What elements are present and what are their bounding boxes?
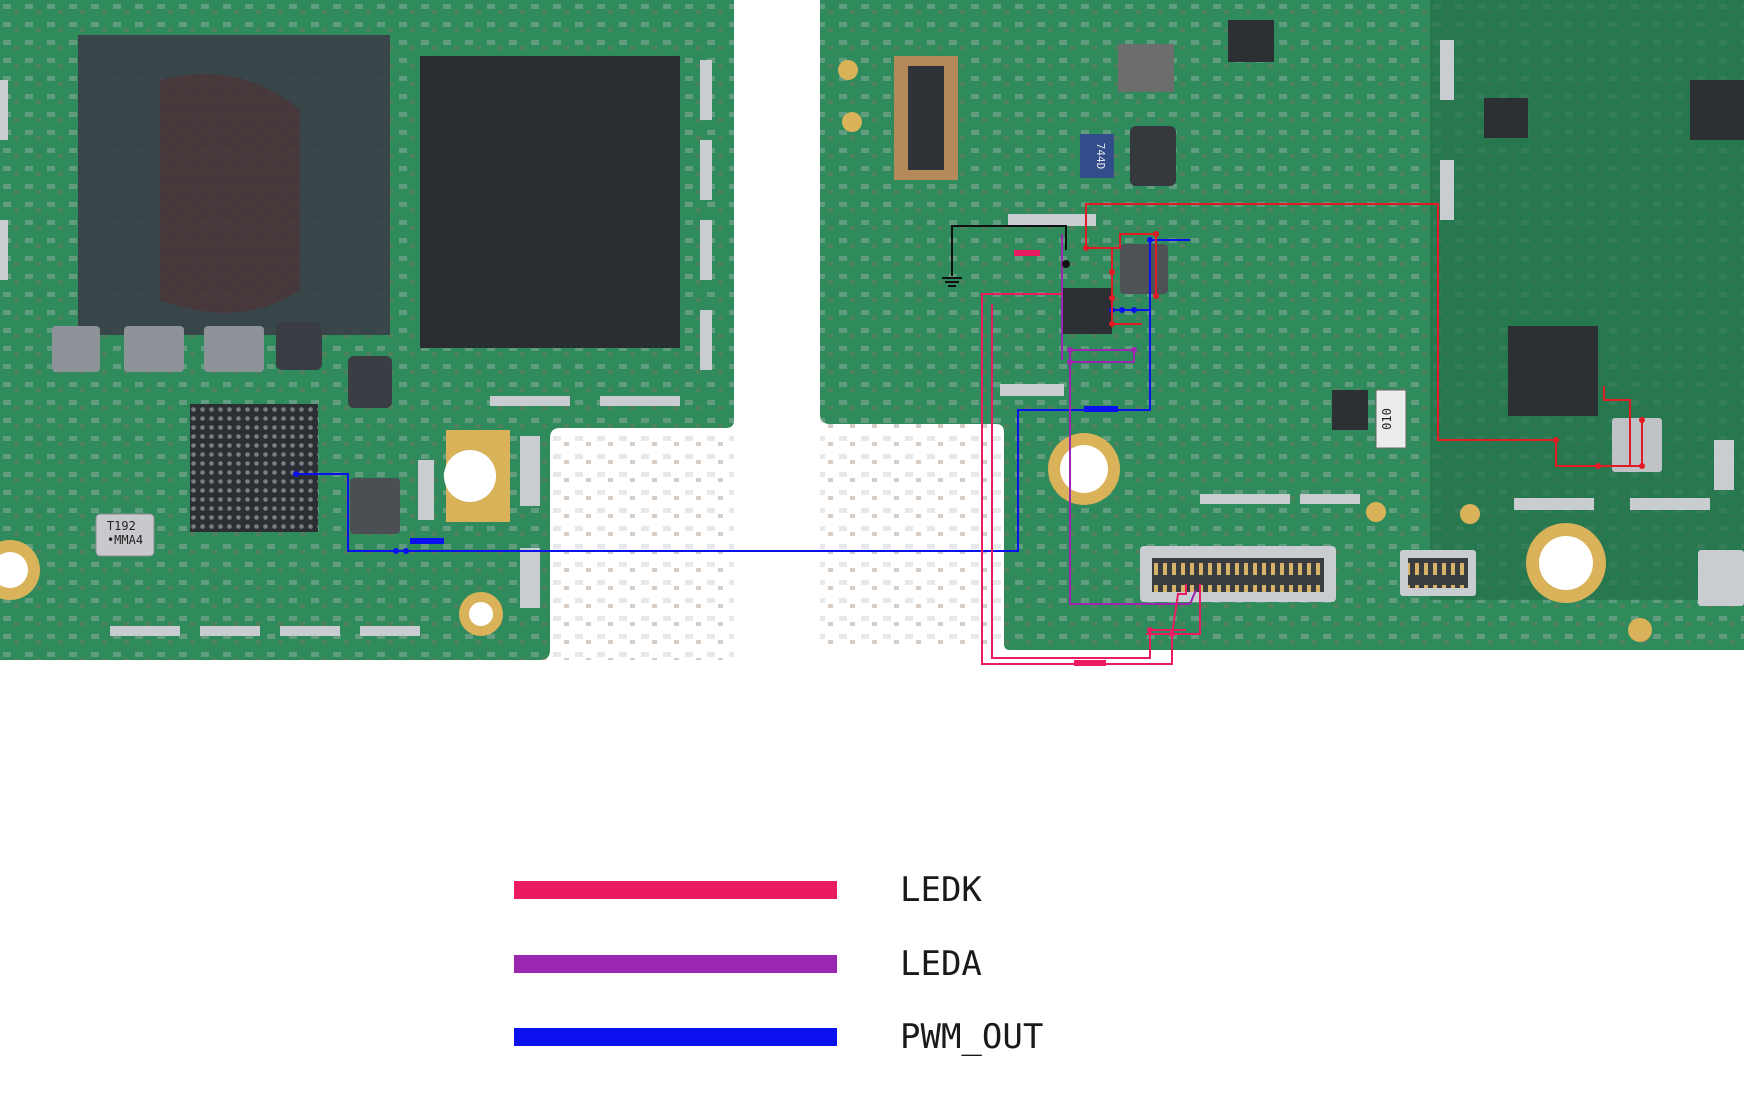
chip-010-marking: 010 (1380, 408, 1394, 430)
trace-red (1085, 203, 1643, 467)
inductor (348, 356, 392, 408)
legend-swatch-pwm-out (514, 1028, 837, 1046)
pmic-bga (190, 404, 318, 532)
trace-leda-top (1070, 349, 1135, 363)
inductor (124, 326, 184, 372)
trace-ledk-2 (991, 304, 1186, 659)
trace-ground (951, 225, 1067, 276)
mount-hole (469, 602, 493, 626)
legend-label-pwm-out: PWM_OUT (900, 1017, 1044, 1057)
watermark-logo (160, 74, 300, 313)
crystal-marking: T192 •MMA4 (107, 519, 143, 547)
inductor (1612, 418, 1662, 472)
mount-hole (444, 450, 496, 502)
ic-chip (1130, 126, 1176, 186)
mount-pad-round (1628, 618, 1652, 642)
pwm-out-tag (1084, 406, 1118, 412)
legend-label-ledk: LEDK (900, 870, 982, 910)
ic-chip (1332, 390, 1368, 430)
mount-pad-round (1366, 502, 1386, 522)
legend-swatch-ledk (514, 881, 837, 899)
ic-chip (1508, 326, 1598, 416)
trace-ledk (981, 293, 1201, 665)
inductor (204, 326, 264, 372)
inductor (1120, 244, 1168, 294)
ground-symbol (942, 277, 962, 287)
ic-chip (1228, 20, 1274, 62)
chip-blue-marking: 744D (1094, 143, 1107, 170)
trace-red-2 (1086, 233, 1157, 296)
trace-red-4 (1603, 386, 1631, 466)
inductor (350, 478, 400, 534)
ic-chip (1484, 98, 1528, 138)
ledk-tag (1014, 250, 1040, 256)
ic-chip-blue (1080, 134, 1114, 178)
trace-ledk-3 (1146, 584, 1187, 635)
legend-label-leda: LEDA (900, 944, 982, 984)
mount-pad-round (838, 60, 858, 80)
legend-swatch-leda (514, 955, 837, 973)
mount-hole (0, 552, 28, 588)
trace-leda (1069, 350, 1197, 605)
pwm-out-tag (410, 538, 444, 544)
chip-010 (1375, 389, 1407, 449)
small-connector (1698, 550, 1744, 606)
ic-chip (1690, 80, 1744, 140)
ic-chip (1118, 44, 1174, 92)
right-board: 744D 010 (820, 0, 1744, 650)
mount-pad-round (1460, 504, 1480, 524)
inductor (52, 326, 100, 372)
mount-pad-round (842, 112, 862, 132)
trace-pwm-out (296, 239, 1190, 552)
memory-chip (420, 56, 680, 348)
backlight-ic (1062, 288, 1112, 334)
left-board: T192 •MMA4 (0, 0, 734, 660)
crystal (95, 513, 155, 557)
ledk-tag (1074, 660, 1106, 666)
soc-chip (78, 35, 390, 335)
inductor (276, 322, 322, 370)
pcb-diagram: T192 •MMA4 (0, 0, 1744, 666)
